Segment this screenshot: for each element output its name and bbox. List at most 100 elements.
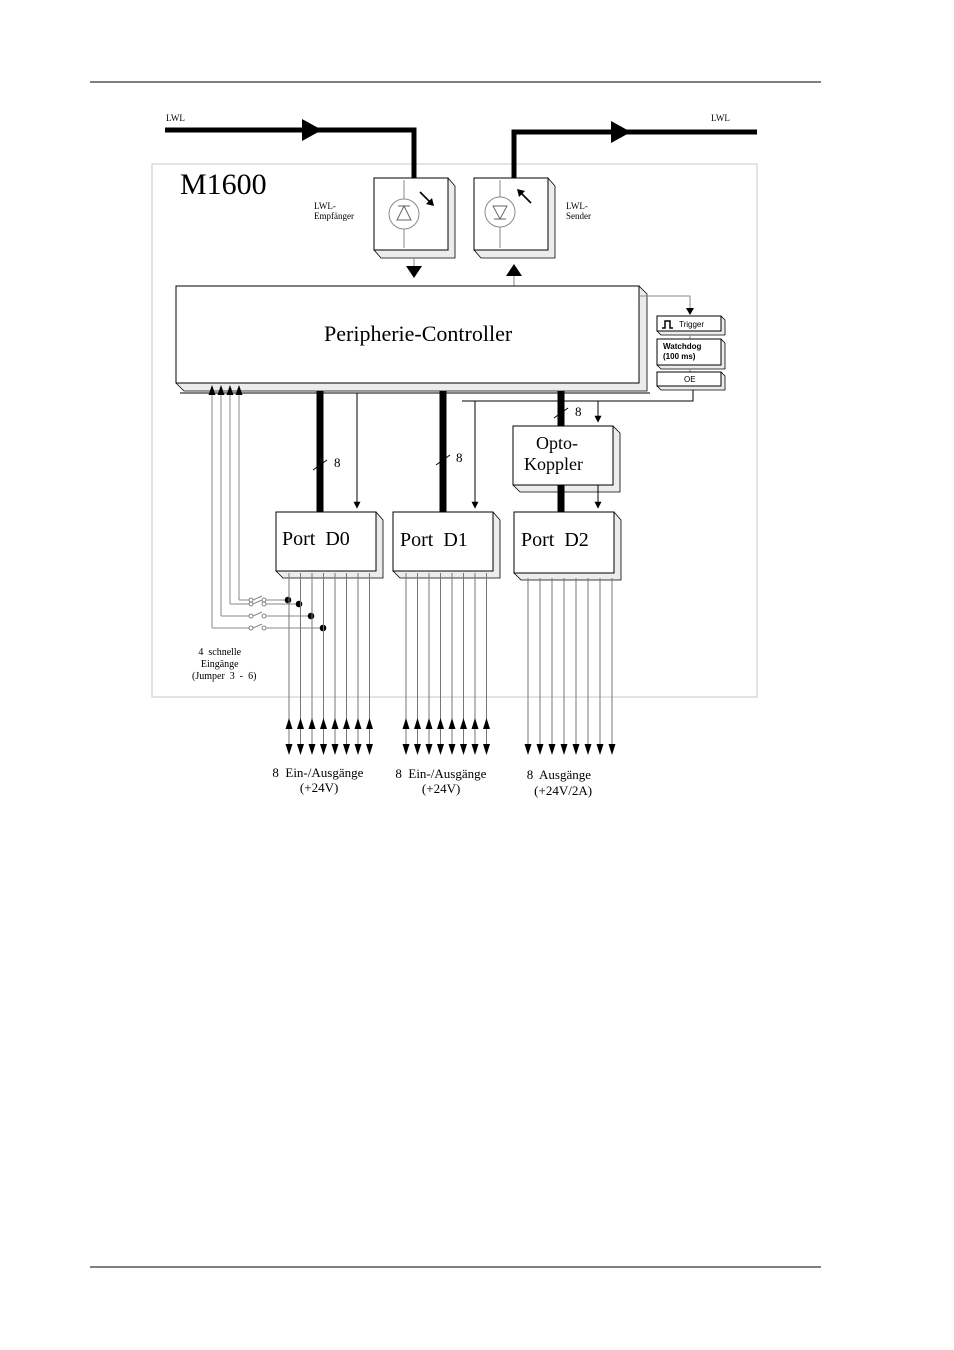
io-arrow-down [437, 744, 444, 755]
lwl-receiver-label: LWL- Empfänger [314, 201, 354, 221]
jumper-switch [252, 599, 263, 605]
io-arrow-down [560, 744, 568, 755]
io-arrow-down [425, 744, 433, 755]
bus-d1-width: 8 [456, 450, 463, 465]
junction-dot [307, 612, 315, 620]
fast-input-arrow [235, 385, 243, 395]
io-arrow-up [285, 718, 293, 729]
junction-dot [284, 596, 292, 604]
io-arrow-down [460, 744, 467, 755]
lwl-right-label: LWL [711, 113, 730, 123]
io-lines-d2 [524, 578, 616, 755]
receiver-to-controller-arrow [406, 266, 422, 278]
io-arrow-up [308, 718, 316, 729]
trigger-label: Trigger [679, 320, 704, 329]
io-arrow-down [584, 744, 592, 755]
port-d0 [275, 511, 384, 579]
port-d0-io-label: 8 Ein-/Ausgänge (+24V) [0, 0, 380, 795]
jumper-switch [252, 595, 263, 601]
controller-label: Peripherie-Controller [324, 321, 513, 346]
bus-d0-tick [312, 459, 328, 471]
io-arrow-up [448, 718, 456, 729]
bus-d0-width: 8 [334, 455, 341, 470]
bus-d2-width: 8 [575, 404, 582, 419]
oe-enable-line [462, 390, 694, 402]
io-arrow-down [297, 744, 304, 755]
io-arrow-down [596, 744, 604, 755]
io-arrow-up [320, 718, 327, 729]
fast-input-arrow [217, 385, 225, 395]
lwl-left-label: LWL [166, 113, 185, 123]
io-arrow-up [437, 718, 444, 729]
io-arrow-down [572, 744, 580, 755]
light-in-arrows-icon [419, 191, 434, 206]
jumper-contact [248, 597, 254, 603]
optocoupler [512, 425, 621, 493]
io-arrow-down [366, 744, 373, 755]
io-arrow-up [471, 718, 479, 729]
io-arrow-down [608, 744, 616, 755]
io-arrow-down [414, 744, 421, 755]
bus-d1-tick [435, 454, 451, 466]
fast-inputs-label: 4 schnelle Eingänge (Jumper 3 - 6) [0, 0, 264, 682]
io-arrow-down [524, 744, 532, 755]
bus-d2-tick [553, 407, 569, 419]
io-arrow-up [425, 718, 433, 729]
junction-dot [295, 600, 303, 608]
fiber-output-cable [511, 121, 757, 178]
device-title: M1600 [180, 168, 267, 201]
device-frame [151, 163, 758, 698]
io-arrow-down [343, 744, 350, 755]
jumper-contact [261, 601, 267, 607]
optocoupler-label: Opto- Koppler [524, 433, 583, 474]
io-arrow-down [331, 744, 339, 755]
controller-to-sender-arrow [506, 264, 522, 276]
oe-block [656, 371, 726, 391]
io-arrow-down [448, 744, 456, 755]
io-arrow-up [331, 718, 339, 729]
jumper-switch [252, 623, 263, 629]
io-arrow-up [402, 718, 410, 729]
io-arrow-down [320, 744, 327, 755]
port-d2-label: Port D2 [521, 529, 589, 551]
fiber-input-cable [165, 119, 417, 178]
io-arrow-up [460, 718, 467, 729]
port-d1-io-label: 8 Ein-/Ausgänge (+24V) [0, 0, 503, 796]
io-arrow-down [536, 744, 544, 755]
io-arrow-up [343, 718, 350, 729]
port-d0-label: Port D0 [282, 528, 350, 550]
fast-input-arrow [226, 385, 234, 395]
jumper-contact [261, 613, 267, 619]
fast-input-arrow [208, 385, 216, 395]
jumper-contact [261, 625, 267, 631]
port-d2-io-label: 8 Ausgänge (+24V/2A) [0, 0, 607, 798]
trigger-block [656, 315, 726, 336]
port-d2 [513, 511, 622, 581]
port-d1-label: Port D1 [400, 529, 468, 551]
io-arrow-up [483, 718, 490, 729]
io-arrow-down [402, 744, 410, 755]
lwl-sender-label: LWL- Sender [566, 201, 591, 221]
port-d1 [392, 511, 501, 579]
jumper-contact [248, 601, 254, 607]
fast-inputs [208, 385, 327, 632]
jumper-contact [261, 597, 267, 603]
io-arrow-down [548, 744, 556, 755]
io-arrow-down [354, 744, 362, 755]
jumper-switch [252, 611, 263, 617]
io-lines-d1 [402, 573, 490, 755]
io-arrow-up [354, 718, 362, 729]
pulse-icon [662, 320, 673, 329]
io-arrow-down [483, 744, 490, 755]
io-lines-d0 [285, 573, 373, 755]
io-arrow-up [297, 718, 304, 729]
peripherie-controller [175, 285, 648, 392]
oe-label: OE [684, 375, 696, 384]
io-arrow-up [414, 718, 421, 729]
light-out-arrows-icon [517, 189, 532, 204]
jumper-contact [248, 625, 254, 631]
io-arrow-up [366, 718, 373, 729]
lwl-sender [473, 177, 556, 259]
io-arrow-down [285, 744, 293, 755]
